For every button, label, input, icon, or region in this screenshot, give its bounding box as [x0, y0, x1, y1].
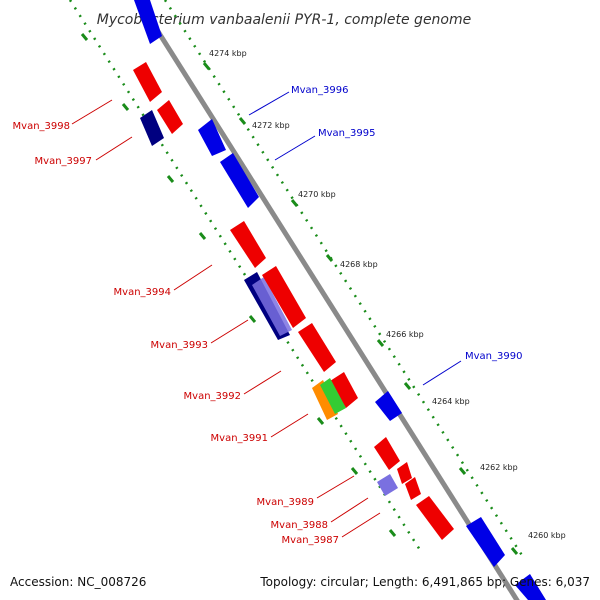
accession-text: Accession: NC_008726	[10, 575, 146, 589]
gene-label[interactable]: Mvan_3991	[211, 433, 268, 444]
scale-label: 4270 kbp	[298, 190, 336, 199]
gene-block[interactable]	[405, 477, 421, 500]
gene-block[interactable]	[375, 391, 402, 421]
scale-label: 4260 kbp	[528, 531, 566, 540]
inner-ruler-line	[68, 0, 422, 551]
gene-block[interactable]	[198, 119, 226, 156]
gene-label[interactable]: Mvan_3994	[114, 287, 171, 298]
gene-label[interactable]: Mvan_3997	[35, 156, 92, 167]
gene-block[interactable]	[374, 437, 400, 470]
genome-backbone	[135, 0, 520, 600]
forward-gene-labels: Mvan_3998 Mvan_3997 Mvan_3994 Mvan_3993 …	[13, 99, 381, 546]
scale-labels: 4274 kbp 4272 kbp 4270 kbp 4268 kbp 4266…	[209, 49, 566, 540]
outer-ruler-line	[163, 0, 527, 561]
gene-block[interactable]	[134, 0, 162, 44]
forward-strand-genes	[133, 62, 454, 540]
gene-block[interactable]	[377, 474, 398, 496]
reverse-strand-genes	[134, 0, 546, 600]
gene-block[interactable]	[320, 378, 346, 414]
scale-label: 4264 kbp	[432, 397, 470, 406]
gene-label[interactable]: Mvan_3996	[291, 85, 348, 96]
gene-block[interactable]	[133, 62, 162, 102]
gene-block[interactable]	[416, 496, 454, 540]
gene-block[interactable]	[515, 574, 546, 600]
scale-label: 4268 kbp	[340, 260, 378, 269]
gene-block[interactable]	[252, 277, 292, 336]
gene-block[interactable]	[312, 380, 338, 420]
gene-block[interactable]	[397, 462, 412, 484]
gene-label[interactable]: Mvan_3995	[318, 128, 375, 139]
gene-block[interactable]	[220, 153, 259, 208]
gene-block[interactable]	[330, 372, 358, 408]
scale-label: 4274 kbp	[209, 49, 247, 58]
scale-label: 4266 kbp	[386, 330, 424, 339]
gene-block[interactable]	[298, 323, 336, 372]
reverse-gene-labels: Mvan_3996 Mvan_3995 Mvan_3990	[248, 85, 522, 386]
map-title: Mycobacterium vanbaalenii PYR-1, complet…	[97, 12, 472, 28]
gene-label[interactable]: Mvan_3992	[184, 391, 241, 402]
gene-block[interactable]	[262, 266, 306, 328]
gene-block[interactable]	[230, 221, 266, 268]
gene-label[interactable]: Mvan_3998	[13, 121, 70, 132]
gene-label[interactable]: Mvan_3989	[257, 497, 314, 508]
gene-block[interactable]	[157, 100, 183, 134]
gene-block[interactable]	[140, 110, 164, 146]
gene-label[interactable]: Mvan_3988	[271, 520, 328, 531]
genome-summary-text: Topology: circular; Length: 6,491,865 bp…	[259, 575, 590, 589]
gene-label[interactable]: Mvan_3987	[282, 535, 339, 546]
gene-label[interactable]: Mvan_3993	[151, 340, 208, 351]
gene-block[interactable]	[466, 517, 505, 567]
ruler-major-ticks	[80, 33, 519, 555]
gene-label[interactable]: Mvan_3990	[465, 351, 522, 362]
scale-label: 4262 kbp	[480, 463, 518, 472]
scale-label: 4272 kbp	[252, 121, 290, 130]
